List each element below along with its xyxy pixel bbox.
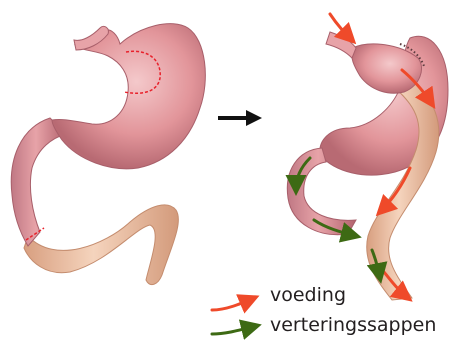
legend-juice-label: verteringssappen — [270, 316, 436, 335]
arrow-right-icon — [218, 110, 262, 126]
esophagus-after — [326, 32, 356, 58]
panel-after — [287, 14, 448, 300]
duodenum-before — [24, 205, 178, 285]
legend-food-label: voeding — [270, 286, 346, 305]
panel-before — [11, 24, 205, 285]
legend — [212, 298, 256, 334]
legend-food-arrow-icon — [212, 298, 254, 310]
duodenum-tube-before — [11, 118, 66, 246]
legend-juice-arrow-icon — [212, 326, 256, 334]
